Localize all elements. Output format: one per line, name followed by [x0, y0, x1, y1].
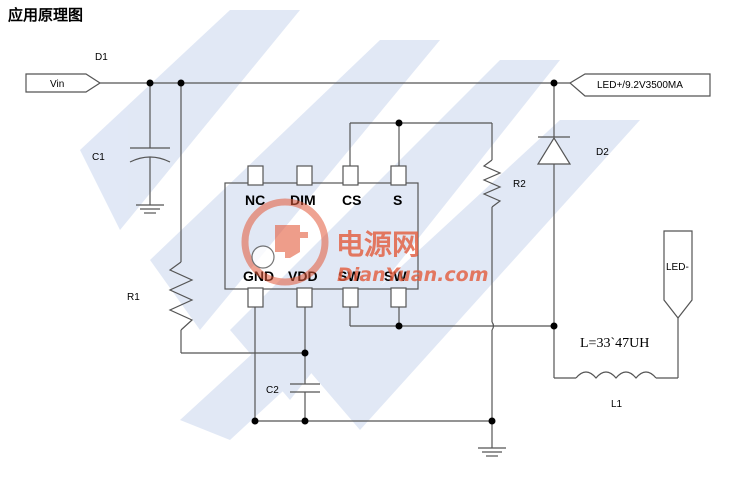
pin-label-sw2: SW	[384, 268, 407, 284]
pin1-marker-icon	[251, 245, 275, 269]
c2-capacitor-network	[254, 307, 492, 422]
d2-label: D2	[596, 147, 609, 158]
pin-dim	[296, 165, 313, 186]
cs-r2-network	[349, 122, 506, 457]
c1-capacitor	[129, 83, 171, 214]
c1-label: C1	[92, 152, 105, 163]
page-title: 应用原理图	[8, 6, 83, 24]
r1-label: R1	[127, 292, 140, 303]
l1-inductor	[575, 318, 679, 379]
chip-body	[224, 182, 419, 290]
inductor-value: L=33`47UH	[580, 336, 649, 351]
led-plus-label: LED+/9.2V3500MA	[597, 80, 683, 91]
led-minus-label: LED-	[666, 262, 689, 273]
pin-vdd	[296, 287, 313, 308]
plug-icon	[275, 225, 308, 258]
watermark-ring-icon	[241, 198, 329, 286]
c2-label: C2	[266, 385, 279, 396]
pin-sw2	[390, 287, 407, 308]
pin-label-nc: NC	[245, 192, 265, 208]
pin-label-cs: CS	[342, 192, 361, 208]
watermark-en: DianYuan.com	[337, 264, 489, 286]
vin-port	[25, 73, 102, 93]
pin-label-s: S	[393, 192, 402, 208]
pin-label-sw1: SW	[338, 268, 361, 284]
pin-gnd	[247, 287, 264, 308]
l1-label: L1	[611, 399, 623, 410]
pin-nc	[247, 165, 264, 186]
pin-cs	[342, 165, 359, 186]
led-plus-port	[568, 73, 711, 97]
vin-label: Vin	[50, 79, 64, 90]
junction-dots	[146, 79, 558, 425]
led-minus-port	[663, 230, 693, 319]
r2-label: R2	[513, 179, 526, 190]
chip-top-pins	[247, 165, 407, 186]
d2-diode	[536, 83, 576, 379]
watermark-bands	[80, 10, 640, 440]
r1-resistor	[168, 83, 305, 354]
pin-sw1	[342, 287, 359, 308]
pin-s	[390, 165, 407, 186]
d1-label: D1	[95, 52, 108, 63]
watermark-logo: 电源网 DianYuan.com	[241, 198, 489, 286]
watermark-cn: 电源网	[336, 228, 420, 261]
